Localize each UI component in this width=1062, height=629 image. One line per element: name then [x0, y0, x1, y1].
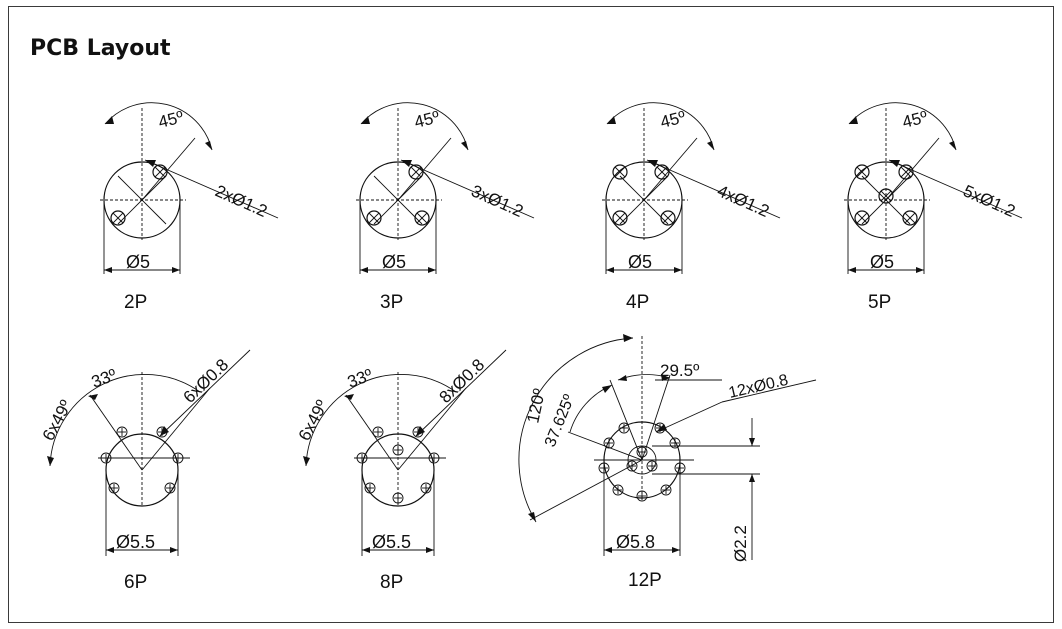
pin-count-label: 3P [380, 292, 403, 313]
layout-2p: Ø5 2P 45º 2xØ1.2 [100, 102, 279, 313]
pin-hole [660, 210, 676, 226]
pin-hole [392, 444, 404, 456]
pin-count-label: 6P [124, 572, 147, 593]
hole-callout-label: 2xØ1.2 [212, 181, 270, 221]
pin-hole [164, 482, 176, 494]
pin-hole [669, 437, 681, 449]
pin-hole [364, 482, 376, 494]
layout-3p: Ø5 3P 45º 3xØ1.2 [356, 102, 535, 313]
pitch-circle-label: Ø5.8 [616, 532, 655, 552]
pin-hole [646, 460, 658, 472]
pin-hole [902, 210, 918, 226]
angle-label: 45º [658, 107, 687, 132]
layout-5p: Ø5 5P 45º 5xØ1.2 [844, 102, 1023, 313]
pitch-circle-label: Ø5 [382, 252, 406, 272]
pin-hole [172, 452, 184, 464]
hole-callout-label: 5xØ1.2 [960, 181, 1018, 221]
pin-hole [116, 426, 128, 438]
hole-callout-label: 4xØ1.2 [714, 181, 772, 221]
pin-hole [414, 210, 430, 226]
hole-callout-label: 12xØ0.8 [727, 372, 790, 402]
pin-hole [660, 484, 672, 496]
angle-a-label: 6x49º [295, 397, 332, 444]
pitch-circle-label: Ø5.5 [116, 532, 155, 552]
pin-count-label: 2P [124, 292, 147, 313]
pin-hole [612, 164, 628, 180]
angle-c-label: 29.5º [660, 361, 699, 380]
pin-count-label: 12P [628, 570, 662, 591]
pin-count-label: 4P [626, 292, 649, 313]
pin-hole [392, 492, 404, 504]
pitch-circle-label: Ø5 [870, 252, 894, 272]
pin-hole [108, 482, 120, 494]
hole-callout-label: 8xØ0.8 [436, 355, 489, 407]
angle-b-label: 33º [345, 365, 375, 391]
angle-b-label: 37.625º [542, 392, 578, 449]
layout-8p: Ø5.5 8P 6x49º 33º 8xØ0.8 [295, 349, 507, 593]
pin-hole [878, 188, 894, 204]
page-title: PCB Layout [30, 36, 171, 61]
pin-hole [636, 490, 648, 502]
pin-hole [854, 210, 870, 226]
hole-callout-label: 3xØ1.2 [468, 181, 526, 221]
pin-count-label: 5P [868, 292, 891, 313]
angle-a-label: 120º [523, 387, 549, 425]
angle-label: 45º [412, 107, 441, 132]
layout-6p: Ø5.5 6P 6x49º 33º 6xØ0.8 [39, 349, 251, 593]
pin-hole [110, 210, 126, 226]
pin-hole [356, 452, 368, 464]
pin-hole [100, 452, 112, 464]
pitch-circle-label: Ø5.5 [372, 532, 411, 552]
pin-hole [612, 484, 624, 496]
pin-hole [372, 426, 384, 438]
pin-hole [612, 210, 628, 226]
layout-4p: Ø5 4P 45º 4xØ1.2 [602, 102, 781, 313]
pin-hole [428, 452, 440, 464]
drawing-frame [8, 6, 1054, 623]
angle-b-label: 33º [89, 365, 119, 391]
pitch-circle-label: Ø5 [126, 252, 150, 272]
pitch-circle-label: Ø5 [628, 252, 652, 272]
inner-circle-label: Ø2.2 [731, 525, 750, 562]
angle-a-label: 6x49º [39, 397, 76, 444]
pin-hole [603, 437, 615, 449]
angle-label: 45º [900, 107, 929, 132]
pin-hole [626, 460, 638, 472]
layout-12p: 120º 37.625º 29.5º 12xØ0.8 Ø5.8 12P Ø2.2 [518, 334, 817, 591]
pin-hole [420, 482, 432, 494]
pin-hole [854, 164, 870, 180]
pin-count-label: 8P [380, 572, 403, 593]
hole-callout-label: 6xØ0.8 [180, 355, 233, 407]
pin-hole [366, 210, 382, 226]
angle-label: 45º [156, 107, 185, 132]
